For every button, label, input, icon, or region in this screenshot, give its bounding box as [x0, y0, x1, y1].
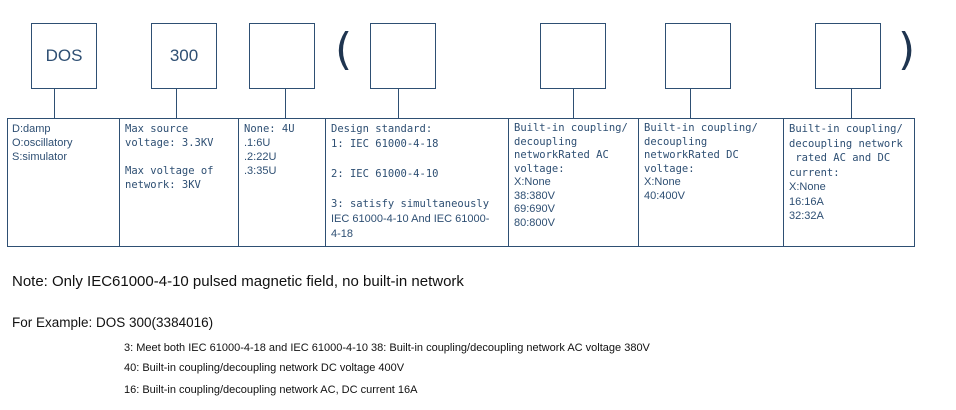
column-line: voltage: [514, 162, 565, 175]
column-line: X:None [789, 181, 826, 193]
code-box-voltage-label: 300 [169, 46, 199, 65]
column-line: decoupling network [789, 137, 903, 150]
code-box-surge-units [249, 23, 315, 89]
column-standard: Design standard: 1: IEC 61000-4-18 2: IE… [325, 118, 508, 246]
open-parenthesis: ( [335, 24, 353, 75]
column-line: O:oscillatory [12, 137, 73, 149]
column-line: 3: satisfy simultaneously [331, 198, 490, 210]
column-line: Max source [125, 123, 189, 135]
column-line: rated AC and DC [789, 152, 891, 164]
column-line: X:None [514, 176, 551, 188]
column-line: 80:800V [514, 216, 555, 229]
column-line: Built-in coupling/ [644, 122, 758, 134]
column-line: Design standard: [331, 123, 433, 135]
column-line: X:None [644, 176, 681, 188]
code-box-type-label: DOS [45, 46, 83, 65]
code-box-dc-voltage [665, 23, 731, 89]
column-line: decoupling [644, 135, 708, 148]
column-line: 40:400V [644, 189, 685, 202]
column-line: current: [789, 166, 840, 179]
column-line: .1:6U [244, 137, 271, 149]
column-line: Built-in coupling/ [789, 123, 903, 135]
column-line: 2: IEC 61000-4-10 [331, 168, 439, 180]
column-line: Built-in coupling/ [514, 122, 628, 134]
column-line: voltage: [644, 162, 695, 175]
column-line: 4-18 [331, 228, 354, 240]
connector-line [851, 89, 852, 118]
column-line: networkRated AC [514, 149, 609, 161]
column-line: network: 3KV [125, 179, 201, 191]
column-line: 38:380V [514, 189, 555, 202]
example-line-dc: 40: Built-in coupling/decoupling network… [124, 362, 405, 374]
code-box-voltage: 300 [151, 23, 217, 89]
column-line [331, 152, 504, 167]
column-line: 32:32A [789, 210, 824, 222]
column-type: D:damp O:oscillatory S:simulator [7, 118, 119, 246]
connector-line [54, 89, 55, 118]
column-current: Built-in coupling/ decoupling network ra… [783, 118, 914, 246]
column-line: decoupling [514, 135, 578, 148]
close-parenthesis: ) [898, 24, 916, 75]
connector-line [285, 89, 286, 118]
column-line: IEC 61000-4-10 And IEC 61000- [331, 213, 490, 225]
column-dc-voltage: Built-in coupling/ decoupling networkRat… [638, 118, 783, 246]
column-line [331, 182, 504, 197]
code-box-standard [370, 23, 436, 89]
column-line [125, 150, 234, 164]
column-voltage: Max source voltage: 3.3KV Max voltage of… [119, 118, 238, 246]
column-line: Max voltage of [125, 165, 214, 177]
connector-line [690, 89, 691, 118]
column-line: S:simulator [12, 151, 68, 163]
column-line: D:damp [12, 123, 51, 135]
column-surge-units: None: 4U .1:6U .2:22U .3:35U [238, 118, 325, 246]
column-line: .3:35U [244, 165, 277, 177]
description-table [7, 118, 915, 247]
column-line: .2:22U [244, 151, 277, 163]
example-text: For Example: DOS 300(3384016) [12, 315, 214, 330]
column-ac-voltage: Built-in coupling/ decoupling networkRat… [508, 118, 638, 246]
column-line: 69:690V [514, 203, 555, 215]
example-line-current: 16: Built-in coupling/decoupling network… [124, 384, 418, 396]
column-line: networkRated DC [644, 149, 739, 161]
code-box-type: DOS [31, 23, 97, 89]
column-line: 16:16A [789, 195, 824, 208]
note-text: Note: Only IEC61000-4-10 pulsed magnetic… [12, 273, 464, 290]
example-line-standard: 3: Meet both IEC 61000-4-18 and IEC 6100… [124, 342, 650, 354]
column-line: 1: IEC 61000-4-18 [331, 138, 439, 150]
column-line: None: 4U [244, 123, 295, 135]
code-box-current [815, 23, 881, 89]
connector-line [176, 89, 177, 118]
connector-line [573, 89, 574, 118]
code-box-ac-voltage [540, 23, 606, 89]
column-line: voltage: 3.3KV [125, 137, 214, 149]
connector-line [398, 89, 399, 118]
